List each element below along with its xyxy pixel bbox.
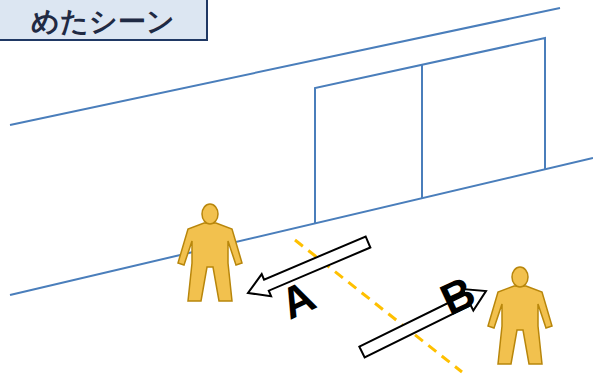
title-box: めたシーン	[0, 0, 208, 41]
title-text: めたシーン	[31, 5, 175, 38]
person-body	[178, 223, 242, 301]
person-figure	[178, 204, 242, 301]
arrow-label: B	[434, 269, 481, 322]
person-head	[202, 204, 218, 224]
arrow-label: A	[274, 273, 321, 326]
person-figure	[488, 267, 552, 364]
door-divider	[421, 65, 423, 199]
person-head	[512, 267, 528, 287]
person-body	[488, 286, 552, 364]
door-frame	[315, 38, 545, 224]
